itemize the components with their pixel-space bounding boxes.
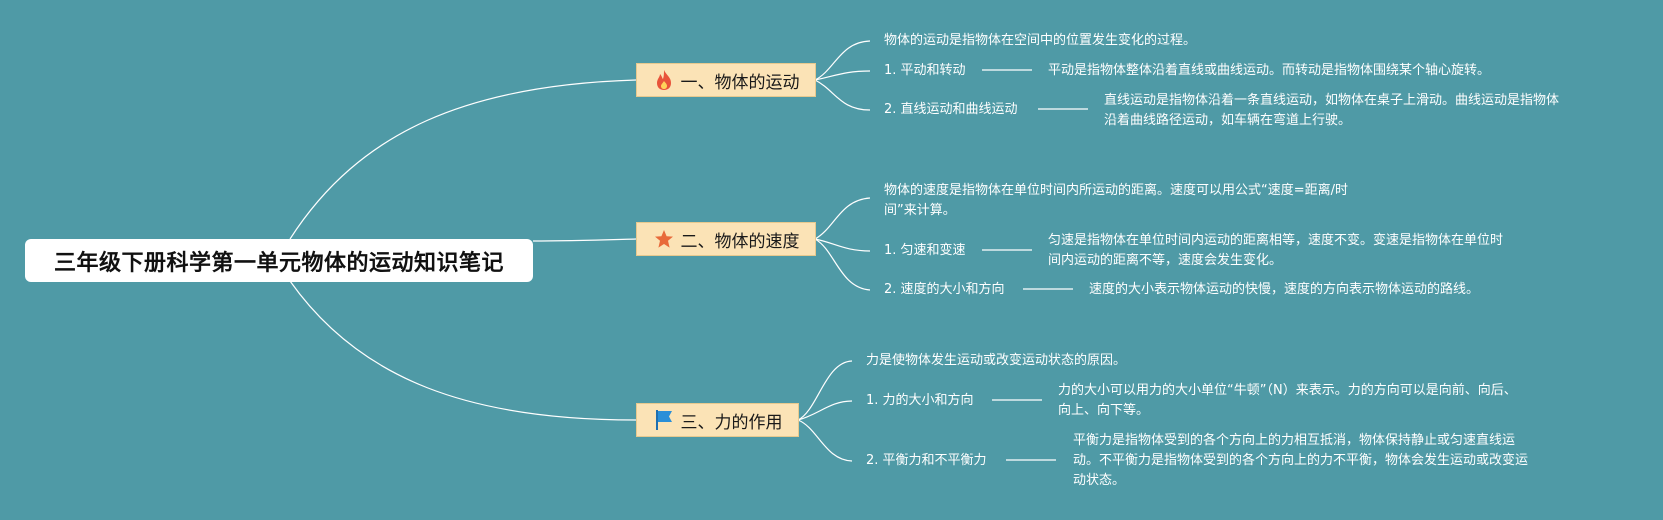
star-icon: [653, 228, 675, 250]
branch-summary-line1: 物体的速度是指物体在单位时间内所运动的距离。速度可以用公式“速度=距离/时: [884, 183, 1349, 198]
flag-icon: [653, 409, 675, 431]
branch-force[interactable]: 三、力的作用: [636, 403, 799, 437]
subtopic-desc-line1: 力的大小可以用力的大小单位“牛顿”（N）来表示。力的方向可以是向前、向后、: [1058, 383, 1517, 398]
subtopic-label[interactable]: 2. 速度的大小和方向: [884, 282, 1005, 297]
subtopic-label[interactable]: 1. 平动和转动: [884, 63, 966, 78]
subtopic-label[interactable]: 2. 平衡力和不平衡力: [866, 453, 987, 468]
subtopic-desc-line2: 沿着曲线路径运动，如车辆在弯道上行驶。: [1104, 113, 1352, 128]
subtopic-desc: 速度的大小表示物体运动的快慢，速度的方向表示物体运动的路线。: [1089, 282, 1480, 297]
subtopic-desc-line2: 间内运动的距离不等，速度会发生变化。: [1048, 253, 1283, 268]
subtopic-desc: 平动是指物体整体沿着直线或曲线运动。而转动是指物体围绕某个轴心旋转。: [1048, 63, 1491, 78]
branch-label: 一、物体的运动: [680, 72, 800, 93]
root-topic[interactable]: 三年级下册科学第一单元物体的运动知识笔记: [25, 239, 533, 282]
subtopic-desc-line1: 直线运动是指物体沿着一条直线运动，如物体在桌子上滑动。曲线运动是指物体: [1104, 93, 1560, 108]
subtopic-label[interactable]: 2. 直线运动和曲线运动: [884, 102, 1018, 117]
branch-summary: 力是使物体发生运动或改变运动状态的原因。: [866, 353, 1127, 368]
branch-label: 三、力的作用: [680, 412, 783, 433]
subtopic-label[interactable]: 1. 匀速和变速: [884, 243, 966, 258]
subtopic-desc-line2: 动。不平衡力是指物体受到的各个方向上的力不平衡，物体会发生运动或改变运: [1073, 453, 1529, 468]
branch-summary-line2: 间”来计算。: [884, 203, 956, 218]
subtopic-desc-line1: 匀速是指物体在单位时间内运动的距离相等，速度不变。变速是指物体在单位时: [1048, 233, 1504, 248]
branch-summary: 物体的运动是指物体在空间中的位置发生变化的过程。: [884, 33, 1197, 48]
branch-label: 二、物体的速度: [680, 231, 800, 252]
fire-icon: [653, 69, 675, 91]
subtopic-label[interactable]: 1. 力的大小和方向: [866, 393, 974, 408]
branch-speed[interactable]: 二、物体的速度: [636, 222, 816, 256]
subtopic-desc-line3: 动状态。: [1073, 473, 1126, 488]
branch-motion[interactable]: 一、物体的运动: [636, 63, 816, 97]
root-title: 三年级下册科学第一单元物体的运动知识笔记: [53, 250, 504, 276]
subtopic-desc-line2: 向上、向下等。: [1058, 403, 1150, 418]
subtopic-desc-line1: 平衡力是指物体受到的各个方向上的力相互抵消，物体保持静止或匀速直线运: [1073, 433, 1516, 448]
